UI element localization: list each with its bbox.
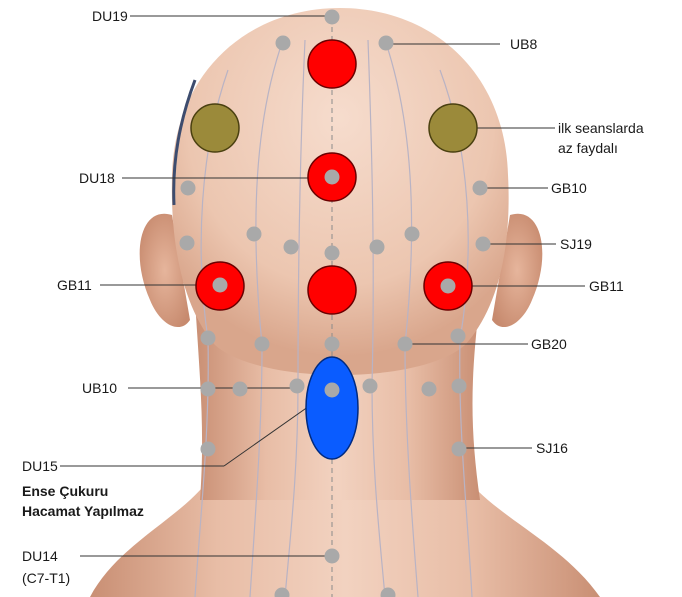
- blue-cup-du15: [306, 357, 358, 459]
- olive-cup-right: [429, 104, 477, 152]
- label-sj19: SJ19: [560, 236, 592, 252]
- red-cup-center: [308, 266, 356, 314]
- label-hacamat-yapilmaz: Hacamat Yapılmaz: [22, 503, 144, 519]
- label-ilk-seanslarda: ilk seanslarda: [558, 120, 644, 136]
- olive-cup-left: [191, 104, 239, 152]
- label-gb20: GB20: [531, 336, 567, 352]
- label-du14: DU14: [22, 548, 58, 564]
- label-gb11-right: GB11: [589, 278, 624, 294]
- label-ub8: UB8: [510, 36, 537, 52]
- label-ub10: UB10: [82, 380, 117, 396]
- label-gb10: GB10: [551, 180, 587, 196]
- label-ense-cukuru: Ense Çukuru: [22, 483, 108, 499]
- label-sj16: SJ16: [536, 440, 568, 456]
- label-du19: DU19: [92, 8, 128, 24]
- red-cup-top: [308, 40, 356, 88]
- label-du18: DU18: [79, 170, 115, 186]
- label-du14-sub: (C7-T1): [22, 570, 70, 586]
- label-gb11-left: GB11: [57, 277, 92, 293]
- label-az-faydali: az faydalı: [558, 140, 618, 156]
- label-du15: DU15: [22, 458, 58, 474]
